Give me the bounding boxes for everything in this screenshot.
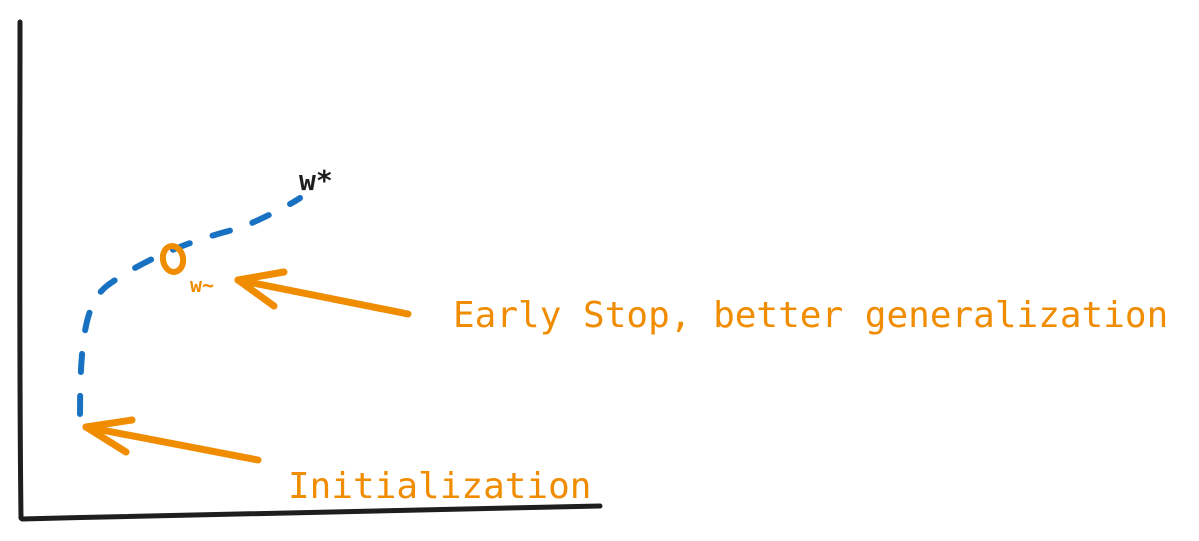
early-stop-annotation: Early Stop, better generalization — [453, 295, 1169, 336]
early-stop-point-label: w~ — [190, 273, 215, 297]
optimization-path — [77, 195, 303, 417]
initialization-annotation: Initialization — [288, 466, 592, 507]
early-stop-marker — [159, 243, 187, 275]
optimum-label: w* — [299, 164, 333, 197]
y-axis — [17, 19, 24, 521]
early-stop-arrow — [234, 268, 412, 318]
x-axis — [19, 503, 603, 522]
initialization-arrow — [82, 416, 262, 464]
